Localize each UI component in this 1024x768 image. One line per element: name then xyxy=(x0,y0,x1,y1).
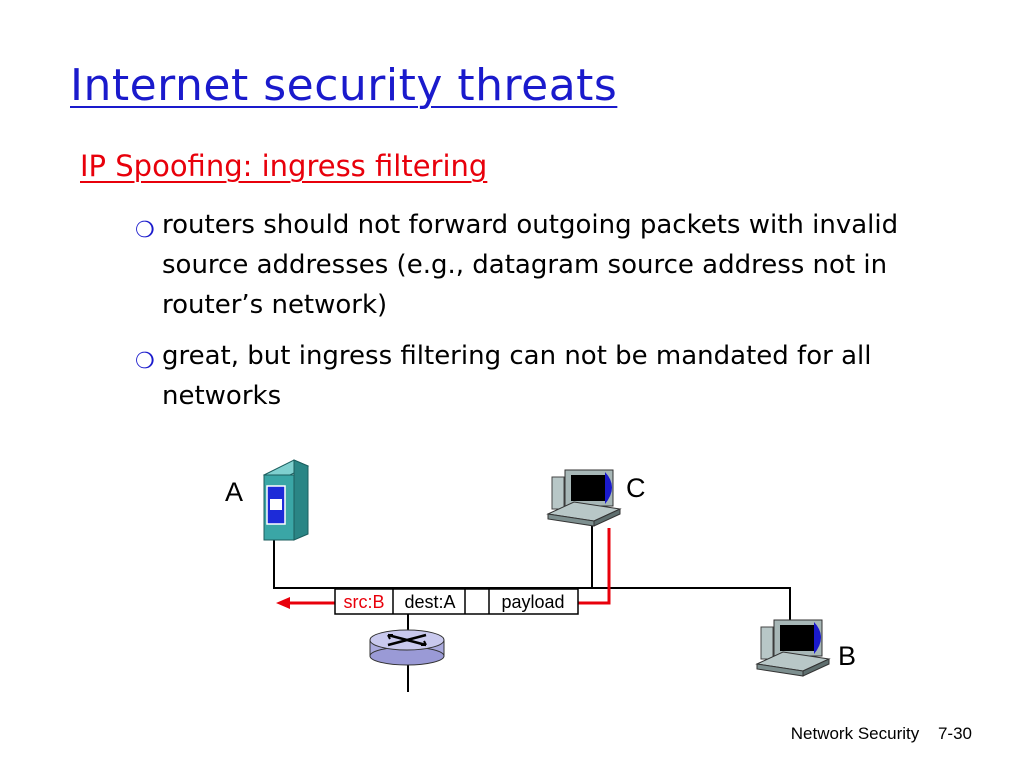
server-icon xyxy=(262,459,310,541)
workstation-icon xyxy=(546,469,622,527)
bullet-item: ❍ great, but ingress filtering can not b… xyxy=(135,336,935,416)
bullet-item: ❍ routers should not forward outgoing pa… xyxy=(135,205,935,325)
workstation-icon xyxy=(755,619,831,677)
bullet-icon: ❍ xyxy=(135,349,155,374)
packet-src-label: src:B xyxy=(343,592,384,612)
node-b-label: B xyxy=(838,641,856,671)
arrow-head-icon xyxy=(276,597,290,609)
packet-dest-label: dest:A xyxy=(404,592,455,612)
slide-footer: Network Security 7-30 xyxy=(777,724,972,744)
packet: src:B dest:A payload xyxy=(334,588,579,615)
footer-course: Network Security xyxy=(790,724,920,743)
bullet-text: great, but ingress filtering can not be … xyxy=(162,341,872,411)
slide-title: Internet security threats xyxy=(70,60,618,111)
bullet-icon: ❍ xyxy=(135,218,155,243)
node-c-label: C xyxy=(626,473,646,503)
slide-subtitle: IP Spoofing: ingress filtering xyxy=(80,149,488,183)
bullet-text: routers should not forward outgoing pack… xyxy=(162,210,899,320)
packet-payload-label: payload xyxy=(501,592,564,612)
router-icon xyxy=(369,629,445,666)
footer-page-number: 7-30 xyxy=(937,724,972,743)
node-a-label: A xyxy=(225,477,243,507)
spoofed-path xyxy=(286,528,611,605)
